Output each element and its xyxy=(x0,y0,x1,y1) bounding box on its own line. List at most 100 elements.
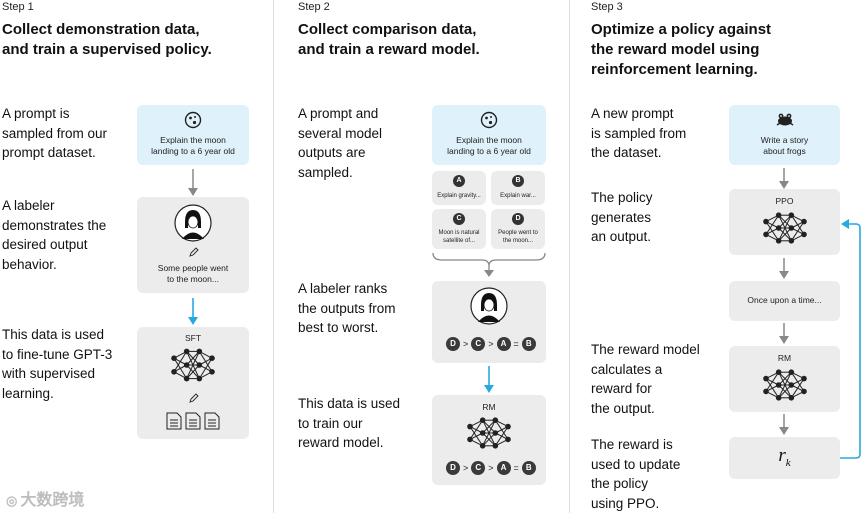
text-line: sampled. xyxy=(298,164,353,180)
documents-icon xyxy=(166,412,220,430)
frog-icon xyxy=(776,113,794,126)
ppo-label: PPO xyxy=(775,196,794,206)
rm-label: RM xyxy=(777,353,792,363)
text-line: reward for xyxy=(591,381,652,396)
step3-prompt-box: Write a story about frogs xyxy=(729,105,840,165)
text-line: desired output xyxy=(2,237,88,252)
rank-item: C xyxy=(471,337,486,351)
reward-r: r xyxy=(778,445,786,466)
step1-title: Collect demonstration data, and train a … xyxy=(2,20,212,60)
neural-network-icon xyxy=(171,348,215,382)
text-line: Write a story xyxy=(760,135,809,145)
text-line: generates xyxy=(591,209,652,225)
step3-desc1: A new prompt is sampled from the dataset… xyxy=(591,104,686,163)
text-line: with supervised xyxy=(2,366,96,381)
output-badge: C xyxy=(453,213,465,225)
column-divider-1 xyxy=(273,0,274,513)
reward-symbol: rk xyxy=(729,445,840,469)
output-text: Once upon a time... xyxy=(747,295,822,305)
text-line: outputs are xyxy=(298,145,366,160)
arrow-down-grey xyxy=(779,168,789,189)
text-line: to the moon... xyxy=(167,274,219,284)
arrow-down-grey xyxy=(779,258,789,279)
arrow-down-grey xyxy=(779,323,789,344)
arrow-down-blue xyxy=(188,298,198,325)
ranking-row: D > C > A = B xyxy=(446,337,536,351)
text-line: landing to a 6 year old xyxy=(447,146,531,156)
step3-title-line2: the reward model using xyxy=(591,41,760,58)
step3-ppo-box: PPO xyxy=(729,189,840,255)
reward-subscript: k xyxy=(785,456,791,469)
output-text: People went to the moon... xyxy=(491,229,545,245)
text-line: best to worst. xyxy=(298,320,379,335)
step3-desc2: The policy generates an output. xyxy=(591,188,653,247)
text-line: prompt dataset. xyxy=(2,145,96,160)
text-line: learning. xyxy=(2,385,54,401)
rank-operator: > xyxy=(488,339,494,349)
step1-title-line1: Collect demonstration data, xyxy=(2,21,200,38)
step2-title: Collect comparison data, and train a rew… xyxy=(298,20,480,60)
arrow-down-grey xyxy=(188,169,198,196)
step2-rm-box: RM D > C > A = B xyxy=(432,395,546,485)
watermark-logo: ◎大数跨境 xyxy=(6,486,84,510)
output-card-a: A Explain gravity... xyxy=(432,171,486,205)
labeler-output-text: Some people went to the moon... xyxy=(137,263,249,285)
text-line: This data is used xyxy=(298,396,401,411)
output-text: Moon is natural satellite of... xyxy=(432,229,486,245)
text-line: the policy xyxy=(591,476,649,491)
step2-label: Step 2 xyxy=(298,1,330,13)
step3-title-line1: Optimize a policy against xyxy=(591,21,772,38)
output-badge: A xyxy=(453,175,465,187)
step1-prompt-box: Explain the moon landing to a 6 year old xyxy=(137,105,249,165)
step3-title: Optimize a policy against the reward mod… xyxy=(591,20,771,80)
step2-desc2: A labeler ranks the outputs from best to… xyxy=(298,279,396,338)
column-divider-2 xyxy=(569,0,570,513)
text-line: demonstrates the xyxy=(2,217,107,233)
rank-item: D xyxy=(446,461,460,475)
moon-icon xyxy=(184,111,202,129)
text-line: The policy xyxy=(591,190,653,205)
rank-operator: > xyxy=(463,339,469,349)
text-line: landing to a 6 year old xyxy=(151,146,235,156)
text-line: the output. xyxy=(591,400,655,416)
prompt-text: Write a story about frogs xyxy=(729,135,840,157)
text-line: is sampled from xyxy=(591,125,687,141)
step1-label: Step 1 xyxy=(2,1,34,13)
step2-title-line1: Collect comparison data, xyxy=(298,21,477,38)
pencil-icon xyxy=(189,393,199,403)
neural-network-icon xyxy=(763,212,807,244)
bracket-arrow xyxy=(432,252,546,277)
output-card-d: D People went to the moon... xyxy=(491,209,545,249)
arrow-down-blue xyxy=(484,366,494,393)
step3-reward-box: rk xyxy=(729,437,840,479)
prompt-text: Explain the moon landing to a 6 year old xyxy=(432,135,546,157)
rank-item: A xyxy=(496,337,511,351)
neural-network-icon xyxy=(467,417,511,449)
text-line: several model xyxy=(298,125,383,141)
text-line: A prompt is xyxy=(2,106,70,121)
step1-desc3: This data is used to fine-tune GPT-3 wit… xyxy=(2,325,112,403)
text-line: an output. xyxy=(591,229,652,244)
step3-desc3: The reward model calculates a reward for… xyxy=(591,340,700,418)
text-line: the outputs from xyxy=(298,300,396,316)
text-line: This data is used xyxy=(2,327,105,342)
output-badge: B xyxy=(512,175,524,187)
feedback-arrow-blue xyxy=(840,219,861,459)
text-line: satellite of... xyxy=(442,238,475,244)
text-line: A labeler xyxy=(2,198,55,213)
rank-operator: = xyxy=(513,339,519,349)
output-card-b: B Explain war... xyxy=(491,171,545,205)
text-line: Explain the moon xyxy=(456,135,522,145)
text-line: Explain the moon xyxy=(160,135,226,145)
rank-item: D xyxy=(446,337,460,351)
text-line: behavior. xyxy=(2,256,57,272)
text-line: Moon is natural xyxy=(438,230,480,236)
step2-desc1: A prompt and several model outputs are s… xyxy=(298,104,382,182)
moon-icon xyxy=(480,111,498,129)
text-line: the moon... xyxy=(502,238,534,244)
text-line: Some people went xyxy=(157,263,229,273)
text-line: to train our xyxy=(298,415,363,431)
step3-rm-box: RM xyxy=(729,346,840,412)
text-line: The reward model xyxy=(591,342,700,357)
step2-desc3: This data is used to train our reward mo… xyxy=(298,394,400,453)
